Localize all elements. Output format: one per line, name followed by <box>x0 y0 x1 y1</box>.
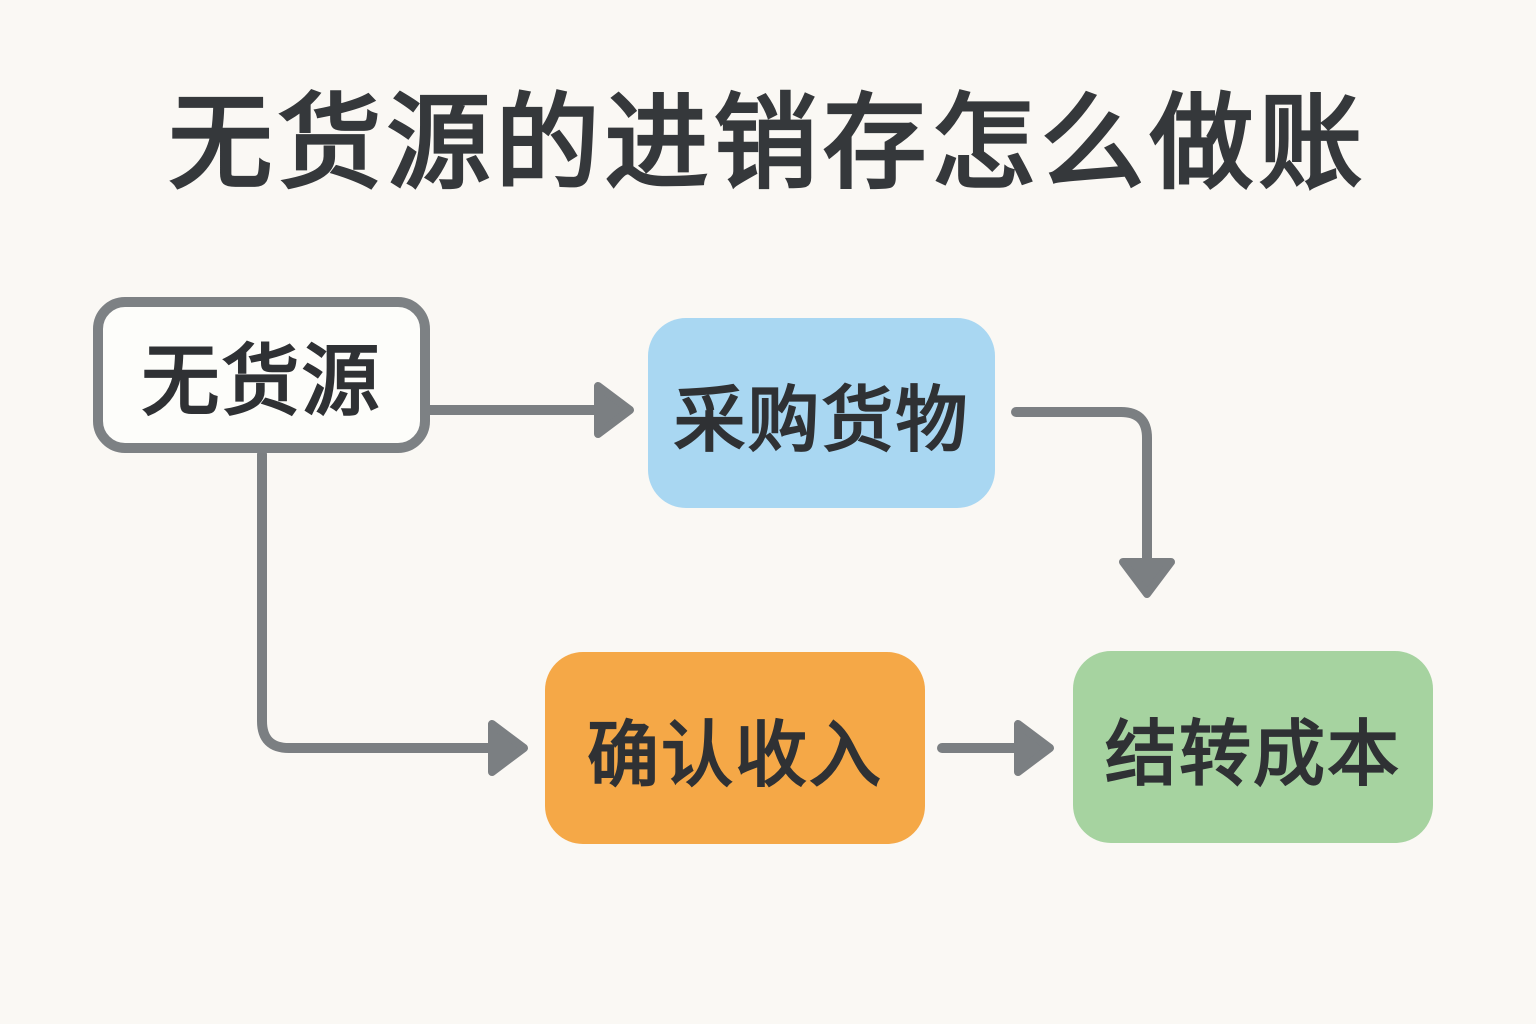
node-revenue: 确认收入 <box>545 652 925 844</box>
node-source-label: 无货源 <box>141 337 382 425</box>
node-purchase-label: 采购货物 <box>673 380 970 461</box>
node-revenue-label: 确认收入 <box>586 715 883 796</box>
edge-source-to-revenue <box>257 449 528 776</box>
node-purchase: 采购货物 <box>648 318 995 508</box>
page-title: 无货源的进销存怎么做账 <box>168 86 1368 202</box>
node-cost-label: 结转成本 <box>1104 714 1401 795</box>
edge-source-to-purchase <box>419 382 634 438</box>
node-source: 无货源 <box>93 297 430 453</box>
edge-purchase-to-cost <box>1011 407 1175 598</box>
edge-revenue-to-cost <box>937 720 1054 776</box>
node-cost: 结转成本 <box>1073 651 1433 843</box>
